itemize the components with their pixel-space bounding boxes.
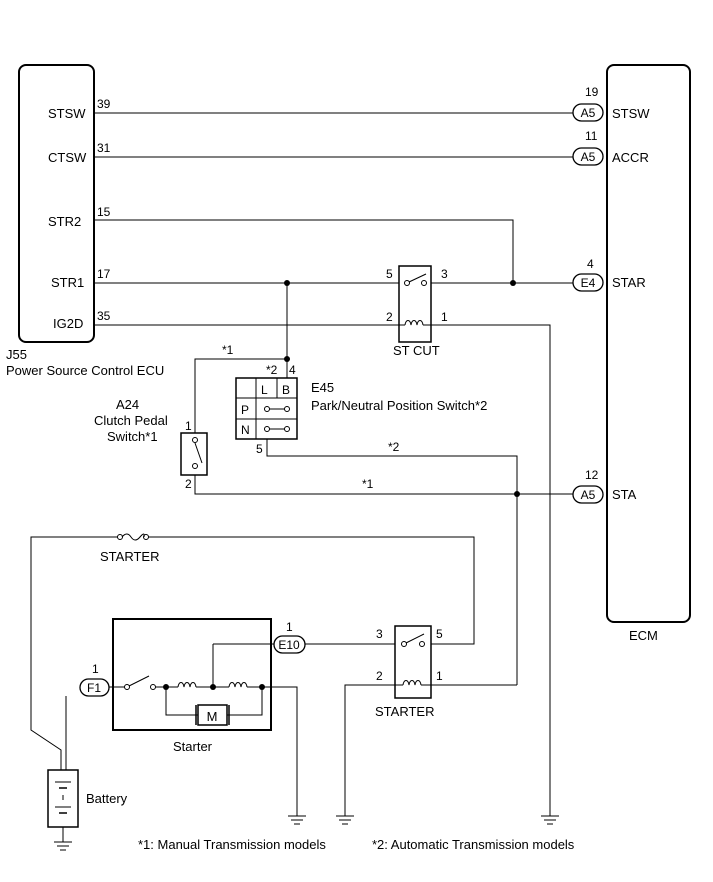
ecu-pin-num-17: 17 bbox=[97, 267, 111, 281]
connector-label: A5 bbox=[581, 488, 596, 502]
motor-symbol: M bbox=[207, 709, 218, 724]
starter-internal-circuit bbox=[109, 643, 298, 816]
clutch-pin-top: 1 bbox=[185, 419, 192, 433]
connector-a5-stsw: A5 bbox=[572, 103, 604, 122]
footnote-auto: *2: Automatic Transmission models bbox=[372, 837, 575, 852]
ecm-pin-label-accr: ACCR bbox=[612, 150, 649, 165]
connector-label: A5 bbox=[581, 106, 596, 120]
fuse-starter bbox=[117, 533, 149, 541]
ecm-name: ECM bbox=[629, 628, 658, 643]
junction-dot bbox=[514, 491, 520, 497]
ecm-pin-label-star: STAR bbox=[612, 275, 646, 290]
connector-label: E4 bbox=[581, 276, 596, 290]
starter-relay-pin-5: 5 bbox=[436, 627, 443, 641]
pnp-row-p: P bbox=[241, 403, 249, 417]
ecu-pin-num-31: 31 bbox=[97, 141, 111, 155]
starter-name: Starter bbox=[173, 739, 213, 754]
wire-battery-to-fuse bbox=[30, 536, 118, 770]
ecu-pin-label-stsw: STSW bbox=[48, 106, 86, 121]
ecm-pin-num-11: 11 bbox=[585, 129, 598, 143]
power-source-ecu-box bbox=[18, 64, 95, 343]
clutch-pin-bottom: 2 bbox=[185, 477, 192, 491]
st-cut-pin-3: 3 bbox=[441, 267, 448, 281]
ecu-pin-label-str1: STR1 bbox=[51, 275, 84, 290]
connector-a5-sta: A5 bbox=[572, 485, 604, 504]
starter-relay bbox=[394, 625, 432, 699]
wire-st-cut-ground bbox=[431, 324, 551, 816]
clutch-name-line1: Clutch Pedal bbox=[94, 413, 168, 428]
starter-relay-pin-3: 3 bbox=[376, 627, 383, 641]
wire-relay-ground bbox=[344, 684, 395, 816]
connector-f1-pin: 1 bbox=[92, 662, 99, 676]
connector-label: E10 bbox=[278, 638, 300, 652]
starter-box bbox=[112, 618, 272, 731]
junction-dot bbox=[510, 280, 516, 286]
ecm-box bbox=[606, 64, 691, 623]
ecm-pin-label-stsw: STSW bbox=[612, 106, 650, 121]
ground-icon bbox=[541, 815, 559, 825]
pnp-header-b: B bbox=[282, 383, 290, 397]
wire-str2 bbox=[94, 219, 514, 283]
pnp-code: E45 bbox=[311, 380, 334, 395]
ecm-pin-num-4: 4 bbox=[587, 257, 594, 271]
connector-label: F1 bbox=[87, 681, 101, 695]
starter-relay-pin-2: 2 bbox=[376, 669, 383, 683]
ecu-code: J55 bbox=[6, 347, 27, 362]
pnp-switch bbox=[235, 377, 298, 440]
ground-icon bbox=[336, 815, 354, 825]
clutch-code: A24 bbox=[116, 397, 139, 412]
wire-pnp-to-relay bbox=[266, 439, 518, 685]
ecu-pin-label-str2: STR2 bbox=[48, 214, 81, 229]
ground-icon bbox=[54, 841, 72, 851]
starter-relay-name: STARTER bbox=[375, 704, 434, 719]
clutch-name-line2: Switch*1 bbox=[107, 429, 158, 444]
st-cut-pin-5: 5 bbox=[386, 267, 393, 281]
wire-fuse-to-relay bbox=[148, 536, 475, 645]
pnp-pin-bottom: 5 bbox=[256, 442, 263, 456]
footnote-manual: *1: Manual Transmission models bbox=[138, 837, 326, 852]
battery-name: Battery bbox=[86, 791, 128, 806]
ecu-pin-num-39: 39 bbox=[97, 97, 111, 111]
clutch-pedal-switch bbox=[180, 432, 208, 476]
connector-a5-accr: A5 bbox=[572, 147, 604, 166]
starter-relay-pin-1: 1 bbox=[436, 669, 443, 683]
pnp-pin-top-b: 4 bbox=[289, 363, 296, 377]
ecu-pin-num-35: 35 bbox=[97, 309, 111, 323]
connector-label: A5 bbox=[581, 150, 596, 164]
st-cut-name: ST CUT bbox=[393, 343, 440, 358]
st-cut-pin-1: 1 bbox=[441, 310, 448, 324]
ecu-pin-label-ctsw: CTSW bbox=[48, 150, 87, 165]
ground-icon bbox=[288, 815, 306, 825]
wire-note-manual-2: *1 bbox=[362, 477, 374, 491]
connector-f1: F1 bbox=[79, 678, 110, 697]
battery bbox=[47, 769, 79, 842]
connector-e10: E10 bbox=[273, 635, 306, 654]
wire-to-clutch bbox=[194, 358, 287, 433]
ecu-pin-label-ig2d: IG2D bbox=[53, 316, 83, 331]
ecm-pin-num-12: 12 bbox=[585, 468, 599, 482]
ecm-pin-num-19: 19 bbox=[585, 85, 599, 99]
fuse-name: STARTER bbox=[100, 549, 159, 564]
ecu-pin-num-15: 15 bbox=[97, 205, 111, 219]
pnp-name: Park/Neutral Position Switch*2 bbox=[311, 398, 487, 413]
pnp-row-n: N bbox=[241, 423, 250, 437]
pnp-pin-top-a: *2 bbox=[266, 363, 278, 377]
st-cut-pin-2: 2 bbox=[386, 310, 393, 324]
pnp-header-l: L bbox=[261, 383, 268, 397]
ecm-pin-label-sta: STA bbox=[612, 487, 637, 502]
connector-e4-star: E4 bbox=[572, 273, 604, 292]
ecu-name: Power Source Control ECU bbox=[6, 363, 164, 378]
wire-clutch-to-sta bbox=[194, 475, 573, 495]
connector-e10-pin: 1 bbox=[286, 620, 293, 634]
wire-note-auto: *2 bbox=[388, 440, 400, 454]
st-cut-relay bbox=[398, 265, 432, 343]
wire-note-manual: *1 bbox=[222, 343, 234, 357]
